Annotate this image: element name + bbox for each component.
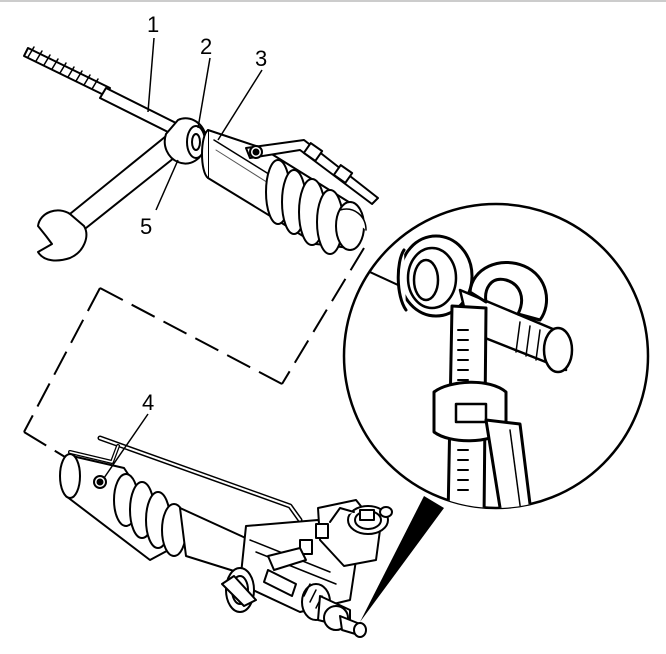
wrench [37, 117, 207, 262]
lower-bellows [113, 473, 251, 577]
valve-housing [299, 499, 393, 567]
detail-circle [342, 202, 650, 510]
callout-1: 1 [147, 12, 159, 37]
callout-labels: 1 2 3 4 5 [140, 12, 267, 415]
leader-1 [147, 37, 155, 113]
callout-4: 4 [142, 390, 154, 415]
upper-assembly [23, 46, 379, 262]
magnify-pointer [360, 496, 444, 622]
callout-2: 2 [200, 34, 212, 59]
lower-assembly [59, 435, 393, 638]
detail-pipe-wrench [432, 260, 549, 508]
leader-3 [217, 69, 263, 141]
leader-lines [103, 37, 263, 479]
upper-rack-housing [201, 129, 367, 255]
lower-right-end [301, 583, 367, 638]
callout-5: 5 [140, 214, 152, 239]
leader-5 [155, 159, 179, 211]
leader-4 [103, 413, 149, 479]
detail-lock-nut [396, 234, 474, 318]
leader-2 [197, 57, 211, 129]
tie-rod-threads [23, 46, 111, 97]
fittings [221, 547, 307, 613]
callout-3: 3 [255, 46, 267, 71]
callout-outline [23, 247, 365, 461]
upper-bracket [245, 139, 379, 205]
